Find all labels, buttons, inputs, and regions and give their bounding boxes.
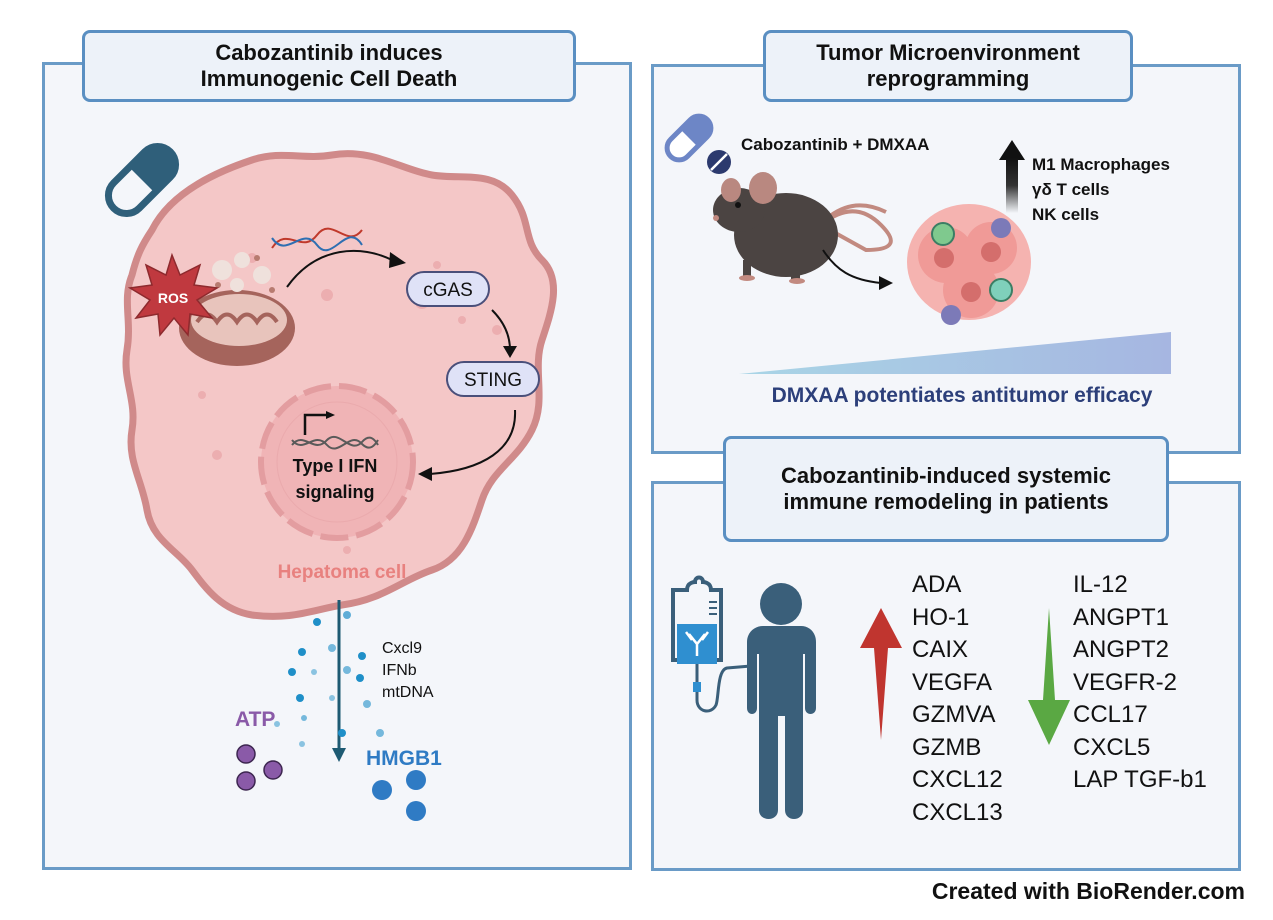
arrow-sting-to-nucleus	[429, 409, 517, 475]
released-factor-cxcl9: Cxcl9	[382, 640, 422, 657]
patient-icon	[747, 583, 816, 819]
mouse-icon	[713, 172, 893, 284]
red-up-arrow-icon	[860, 608, 902, 740]
downregulated-marker: CCL17	[1073, 701, 1148, 728]
downregulated-marker: ANGPT2	[1073, 636, 1170, 663]
treatment-label: Cabozantinib + DMXAA	[741, 135, 929, 154]
upregulated-marker: GZMB	[912, 733, 982, 761]
systemic-illustration	[671, 575, 1070, 819]
upregulated-marker: ADA	[912, 571, 962, 598]
capsule-icon	[104, 142, 180, 218]
arrow-mouse-to-tumor	[822, 249, 882, 284]
arrow-mito-to-cgas	[286, 250, 393, 288]
cgas-label: cGAS	[423, 280, 473, 301]
tme-illustration: Cabozantinib + DMXAA	[664, 113, 1171, 407]
secreted-particles	[274, 611, 384, 747]
downregulated-marker: CXCL5	[1073, 733, 1151, 761]
nucleus-icon	[258, 383, 416, 541]
released-factor-ifnb: IFNb	[382, 662, 417, 679]
nucleus-label-line2: signaling	[295, 482, 374, 502]
capsule-icon	[664, 113, 714, 163]
downregulated-marker: ANGPT1	[1073, 603, 1170, 631]
panel-title-icd-line2: Immunogenic Cell Death	[200, 66, 458, 91]
upregulated-marker: GZMVA	[912, 701, 996, 728]
gene-dna-icon	[291, 436, 379, 450]
increased-cell-m1: M1 Macrophages	[1032, 155, 1170, 174]
hepatoma-cell-label: Hepatoma cell	[278, 562, 407, 583]
panel-title-icd: Cabozantinib induces Immunogenic Cell De…	[82, 30, 576, 102]
icd-illustration: ROS cGAS STING Type I IFN signaling Hepa…	[104, 142, 558, 821]
dna-icon	[271, 227, 363, 252]
biorender-credit: Created with BioRender.com	[931, 878, 1245, 904]
atp-label: ATP	[235, 708, 275, 731]
upregulated-marker-list: ADA HO-1 CAIX VEGFA GZMVA GZMB CXCL12 CX…	[912, 569, 1003, 829]
increased-cell-gdt: γδ T cells	[1032, 180, 1109, 199]
increased-cell-nk: NK cells	[1032, 205, 1099, 224]
downregulated-marker: IL-12	[1073, 571, 1128, 598]
sting-label: STING	[464, 370, 522, 391]
downregulated-marker: LAP TGF-b1	[1073, 766, 1207, 793]
sting-node: STING	[446, 361, 540, 397]
panel-title-tme-line1: Tumor Microenvironment	[816, 39, 1080, 65]
panel-title-systemic-line1: Cabozantinib-induced systemic	[780, 462, 1112, 488]
antibody-icon	[685, 631, 709, 656]
upregulated-marker: CXCL12	[912, 766, 1003, 793]
panel-title-tme-line2: reprogramming	[866, 66, 1030, 91]
hmgb1-molecules-icon	[372, 770, 426, 821]
nucleus-label-line1: Type I IFN	[293, 456, 378, 476]
up-arrow-icon	[999, 140, 1025, 213]
ros-burst-icon: ROS	[127, 252, 220, 337]
upregulated-marker: CAIX	[912, 636, 969, 663]
atp-molecules-icon	[236, 744, 283, 791]
downregulated-marker: VEGFR-2	[1073, 668, 1178, 696]
transcription-arrow-icon	[303, 413, 327, 435]
upregulated-marker: CXCL13	[912, 798, 1003, 826]
ros-label: ROS	[158, 290, 188, 306]
hmgb1-label: HMGB1	[366, 747, 442, 770]
downregulated-marker-list: IL-12 ANGPT1 ANGPT2 VEGFR-2 CCL17 CXCL5 …	[1073, 569, 1207, 797]
cgas-node: cGAS	[406, 271, 490, 307]
panel-title-tme: Tumor Microenvironment reprogramming	[763, 30, 1133, 102]
iv-bag-icon	[671, 575, 752, 713]
panel-title-systemic-line2: immune remodeling in patients	[783, 489, 1109, 514]
upregulated-marker: VEGFA	[912, 668, 993, 696]
gradient-wedge-icon	[739, 332, 1171, 374]
tablet-icon	[707, 150, 731, 174]
panel-title-icd-line1: Cabozantinib induces	[215, 39, 443, 65]
panel-title-systemic: Cabozantinib-induced systemic immune rem…	[723, 436, 1169, 542]
tumor-icon	[907, 204, 1031, 325]
upregulated-marker: HO-1	[912, 603, 970, 631]
efficacy-label: DMXAA potentiates antitumor efficacy	[772, 384, 1153, 407]
green-down-arrow-icon	[1028, 608, 1070, 745]
mitochondrion-icon	[179, 252, 295, 366]
released-factor-mtdna: mtDNA	[382, 684, 434, 701]
